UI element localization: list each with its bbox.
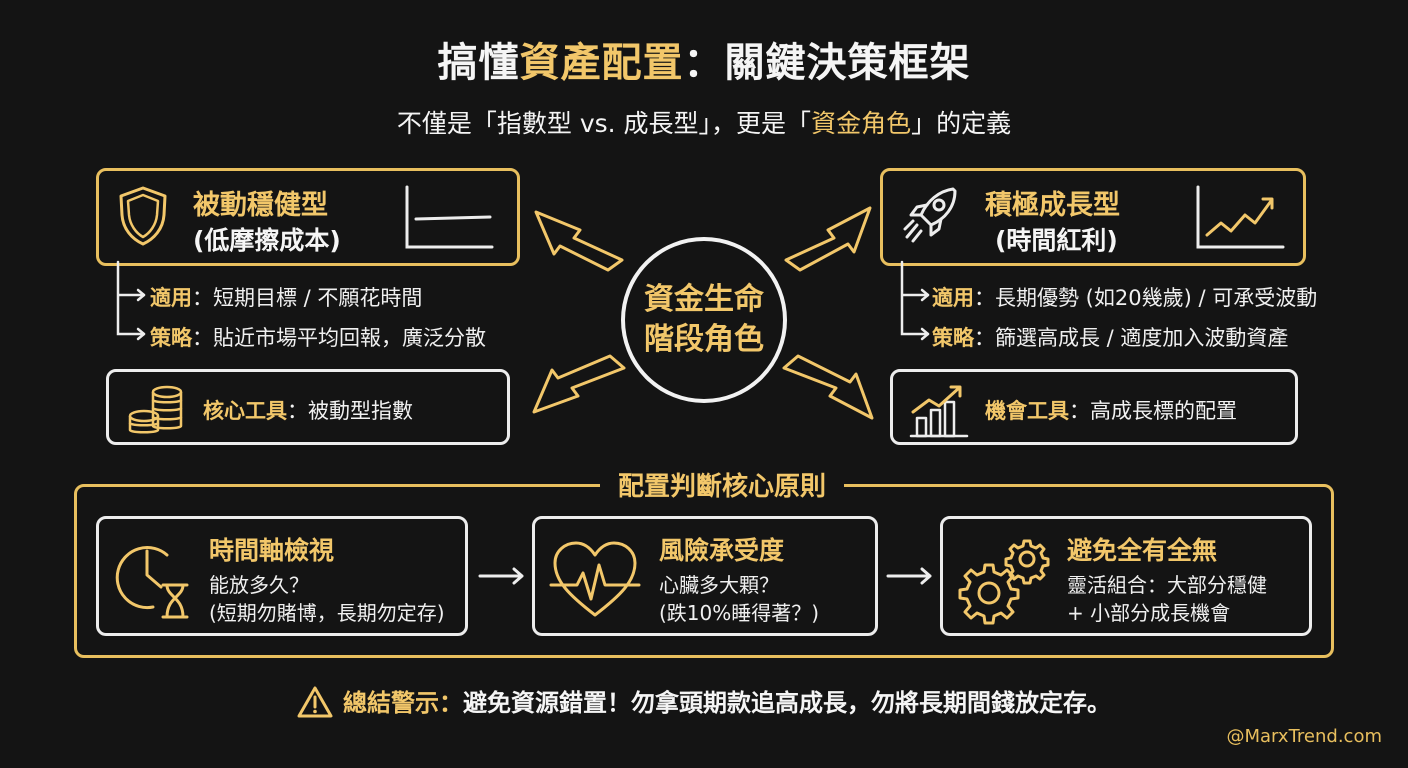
growth-bullet-1-text: ：長期優勢 (如20幾歲) / 可承受波動 [974,286,1318,310]
growth-tool-label: 機會工具 [985,399,1069,423]
step-3-line2: + 小部分成長機會 [1067,601,1231,625]
growth-subtitle: (時間紅利) [995,226,1118,255]
principle-step-3: 避免全有全無 靈活組合：大部分穩健 + 小部分成長機會 [940,516,1312,636]
growth-tool-text: 機會工具：高成長標的配置 [985,395,1237,425]
step-1-title: 時間軸檢視 [209,536,335,565]
step-1-line1: 能放多久？ [209,573,309,597]
arrow-down-right [782,354,874,420]
subtitle-highlight: 資金角色 [811,109,912,138]
clock-hourglass-icon [115,546,189,619]
warning-triangle-icon [297,686,333,718]
growth-bullet-connector [900,260,930,341]
arrow-up-left [534,210,624,272]
title-highlight: 資產配置 [519,40,684,86]
warning-text: 避免資源錯置！勿拿頭期款追高成長，勿將長期間錢放定存。 [463,689,1111,717]
passive-header-box: 被動穩健型 (低摩擦成本) [96,168,520,266]
subtitle-part1: 不僅是「指數型 vs. 成長型」，更是「 [396,109,812,138]
passive-bullet-2-label: 策略 [150,326,192,350]
growth-bar-chart-icon [909,385,969,438]
growth-tool-box: 機會工具：高成長標的配置 [890,369,1298,445]
title-part3: ：關鍵決策框架 [683,40,971,86]
center-circle [621,237,787,403]
passive-title: 被動穩健型 [193,190,328,221]
passive-bullet-2: 策略：貼近市場平均回報，廣泛分散 [150,322,486,352]
step-arrow-1 [478,567,524,585]
passive-bullet-1: 適用：短期目標 / 不願花時間 [150,282,422,312]
passive-bullet-1-label: 適用 [150,286,192,310]
passive-bullet-2-text: ：貼近市場平均回報，廣泛分散 [192,326,486,350]
center-label-line2: 階段角色 [644,322,764,357]
step-3-title: 避免全有全無 [1067,536,1218,565]
growth-bullet-1-label: 適用 [932,286,974,310]
center-label: 資金生命 階段角色 [618,280,790,360]
gears-icon [958,539,1050,625]
heartbeat-icon [549,541,641,617]
subtitle-part3: 」的定義 [911,109,1012,138]
growth-header-box: 積極成長型 (時間紅利) [880,168,1306,266]
arrow-down-left [532,354,626,414]
growth-title: 積極成長型 [985,190,1120,221]
growth-tool-value: ：高成長標的配置 [1069,399,1237,423]
passive-bullet-1-text: ：短期目標 / 不願花時間 [192,286,423,310]
summary-warning: 總結警示：避免資源錯置！勿拿頭期款追高成長，勿將長期間錢放定存。 [0,683,1408,718]
flat-line-chart-icon [405,185,494,249]
credit-text: @MarxTrend.com [1226,726,1382,747]
step-3-line1: 靈活組合：大部分穩健 [1067,573,1267,597]
page-subtitle: 不僅是「指數型 vs. 成長型」，更是「資金角色」的定義 [0,104,1408,140]
growth-bullet-2-label: 策略 [932,326,974,350]
passive-bullet-connector [116,260,146,341]
passive-tool-value: ：被動型指數 [287,399,413,423]
growth-bullet-1: 適用：長期優勢 (如20幾歲) / 可承受波動 [932,282,1317,312]
growth-bullet-2-text: ：篩選高成長 / 適度加入波動資產 [974,326,1289,350]
passive-tool-text: 核心工具：被動型指數 [203,395,413,425]
step-2-line1: 心臟多大顆？ [659,573,779,597]
principle-step-2: 風險承受度 心臟多大顆？ (跌10%睡得著？) [532,516,878,636]
step-1-line2: (短期勿賭博，長期勿定存) [209,601,445,625]
principles-title-wrap: 配置判斷核心原則 [0,466,1408,503]
step-2-line2: (跌10%睡得著？) [659,601,820,625]
principles-title: 配置判斷核心原則 [599,472,844,502]
step-2-title: 風險承受度 [659,536,785,565]
coin-stack-icon [128,385,183,434]
passive-tool-label: 核心工具 [203,399,287,423]
growth-bullet-2: 策略：篩選高成長 / 適度加入波動資產 [932,322,1288,352]
arrow-up-right [784,206,872,272]
center-arrows [532,206,874,420]
step-arrow-2 [886,567,932,585]
principle-step-1: 時間軸檢視 能放多久？ (短期勿賭博，長期勿定存) [96,516,468,636]
page-title: 搞懂資產配置：關鍵決策框架 [0,30,1408,88]
center-label-line1: 資金生命 [644,282,764,317]
title-part1: 搞懂 [437,40,520,86]
shield-icon [119,186,167,246]
passive-subtitle: (低摩擦成本) [193,226,341,255]
passive-tool-box: 核心工具：被動型指數 [106,369,510,445]
rising-line-chart-icon [1196,185,1285,249]
warning-label: 總結警示： [343,689,463,717]
rocket-icon [903,187,957,243]
